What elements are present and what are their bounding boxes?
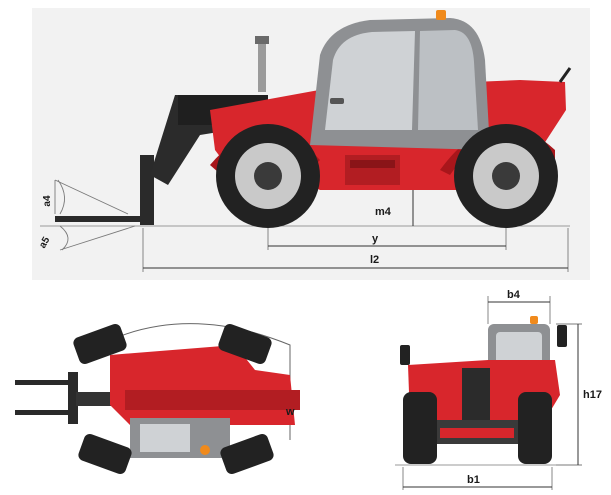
rear-tire-right	[518, 392, 552, 464]
a4-angle-arc	[57, 179, 65, 215]
top-wheel-rear-left	[218, 323, 272, 365]
mirror-post	[558, 67, 572, 83]
rear-beacon	[530, 316, 538, 324]
cab-handle	[330, 98, 344, 104]
rear-wheel	[454, 124, 558, 228]
front-wheel	[216, 124, 320, 228]
top-wheel-front-left	[73, 323, 127, 365]
a5-angle-arc	[59, 225, 69, 251]
label-b4: b4	[507, 289, 521, 301]
cab-window-door	[418, 30, 478, 130]
label-a4: a4	[42, 195, 53, 207]
chassis-vent	[350, 160, 395, 168]
chassis-step	[345, 155, 400, 185]
rear-hub	[492, 162, 520, 190]
top-fork-lower	[15, 410, 73, 415]
rear-tire-left	[403, 392, 437, 464]
front-hub	[254, 162, 282, 190]
label-b1: b1	[467, 474, 480, 486]
exhaust-pipe	[258, 40, 266, 92]
top-cab-glass	[140, 424, 190, 452]
top-wheel-rear-right	[220, 433, 274, 475]
label-m4: m4	[375, 206, 392, 218]
label-a5: a5	[37, 235, 52, 251]
label-w: w	[285, 406, 295, 418]
top-carriage	[68, 372, 78, 424]
rear-mirror-left	[400, 345, 410, 365]
cab-window-side	[325, 31, 415, 130]
a4-angle-lines	[54, 179, 129, 215]
exhaust-cap	[255, 36, 269, 44]
a5-angle-lines	[59, 225, 136, 251]
label-h17: h17	[583, 389, 602, 401]
label-l2: l2	[370, 254, 379, 266]
fork-tine	[55, 216, 150, 222]
top-body-bar	[125, 390, 300, 410]
top-wheel-front-right	[78, 433, 132, 475]
top-beacon	[200, 445, 210, 455]
beacon-light	[436, 10, 446, 20]
top-body-red	[110, 345, 295, 425]
top-view: w	[15, 323, 300, 475]
rear-boom-end	[462, 368, 490, 423]
rear-counterweight	[440, 428, 514, 438]
side-view: a4 a5 m4 y l2	[37, 10, 572, 272]
rear-mirror-right	[557, 325, 567, 347]
top-fork-upper	[15, 380, 73, 385]
fork-carriage	[140, 155, 154, 225]
rear-view: b4 h17 b1	[395, 289, 602, 490]
label-y: y	[372, 233, 379, 245]
